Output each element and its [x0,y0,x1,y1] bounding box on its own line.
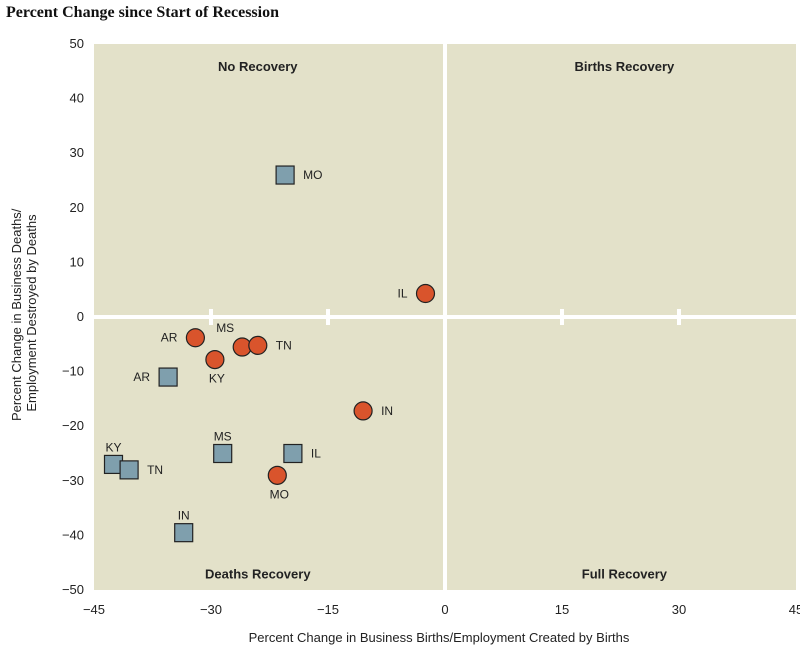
y-tick-label: −20 [62,418,84,433]
y-tick-label: −50 [62,582,84,597]
square-marker [283,443,303,464]
point-label: MS [216,321,234,335]
circle-marker [415,283,436,304]
point-label: IN [381,404,393,418]
circle-marker [205,349,225,370]
square-marker [213,443,233,464]
y-tick-label: −40 [62,527,84,542]
point-label: TN [147,463,163,477]
quadrant-label: Births Recovery [575,59,675,74]
x-tick-label: −45 [83,602,105,617]
y-tick-label: 10 [70,254,84,269]
y-tick-label: 20 [70,200,84,215]
quadrant-label: Deaths Recovery [205,567,311,582]
y-tick-label: 50 [70,36,84,51]
y-tick-label: −30 [62,473,84,488]
y-axis-label: Percent Change in Business Deaths/ Emplo… [9,205,39,421]
x-tick-label: 0 [441,602,448,617]
y-tick-label: 30 [70,145,84,160]
square-marker [275,165,295,185]
y-axis-label-line-1: Percent Change in Business Deaths/ [9,208,24,421]
x-tick-label: 15 [555,602,569,617]
y-axis-ticks: 50 40 30 20 10 0 −10 −20 −30 −40 −50 [62,36,84,597]
point-label: KY [209,372,225,386]
y-tick-label: 0 [77,309,84,324]
circle-marker [248,335,268,355]
y-tick-label: −10 [62,364,84,379]
x-axis-label: Percent Change in Business Births/Employ… [249,630,630,645]
point-label: IL [311,447,321,461]
point-label: TN [276,338,292,352]
y-axis-label-line-2: Employment Destroyed by Deaths [24,214,39,412]
x-tick-label: −15 [317,602,339,617]
point-label: IN [178,509,190,523]
data-points: IL AR MS TN KY IN MO MO AR KY TN MS IL IN [103,165,436,543]
square-marker [158,367,178,387]
circle-marker [185,328,205,348]
square-marker [119,460,139,480]
quadrant-label: No Recovery [218,59,298,74]
quadrant-dividers [94,44,796,590]
point-label: AR [133,370,150,384]
point-label: MS [214,430,232,444]
x-tick-label: −30 [200,602,222,617]
quadrant-label: Full Recovery [582,567,668,582]
square-marker [174,523,194,543]
x-axis-ticks: −45 −30 −15 0 15 30 45 [83,602,800,617]
point-label: KY [105,440,121,454]
point-label: AR [161,331,178,345]
point-label: IL [397,287,407,301]
circle-marker [267,465,287,485]
x-tick-label: 30 [672,602,686,617]
point-label: MO [270,487,289,501]
circle-marker [353,401,373,421]
y-tick-label: 40 [70,91,84,106]
x-tick-label: 45 [789,602,800,617]
point-label: MO [303,168,322,182]
chart-title: Percent Change since Start of Recession [6,4,279,21]
